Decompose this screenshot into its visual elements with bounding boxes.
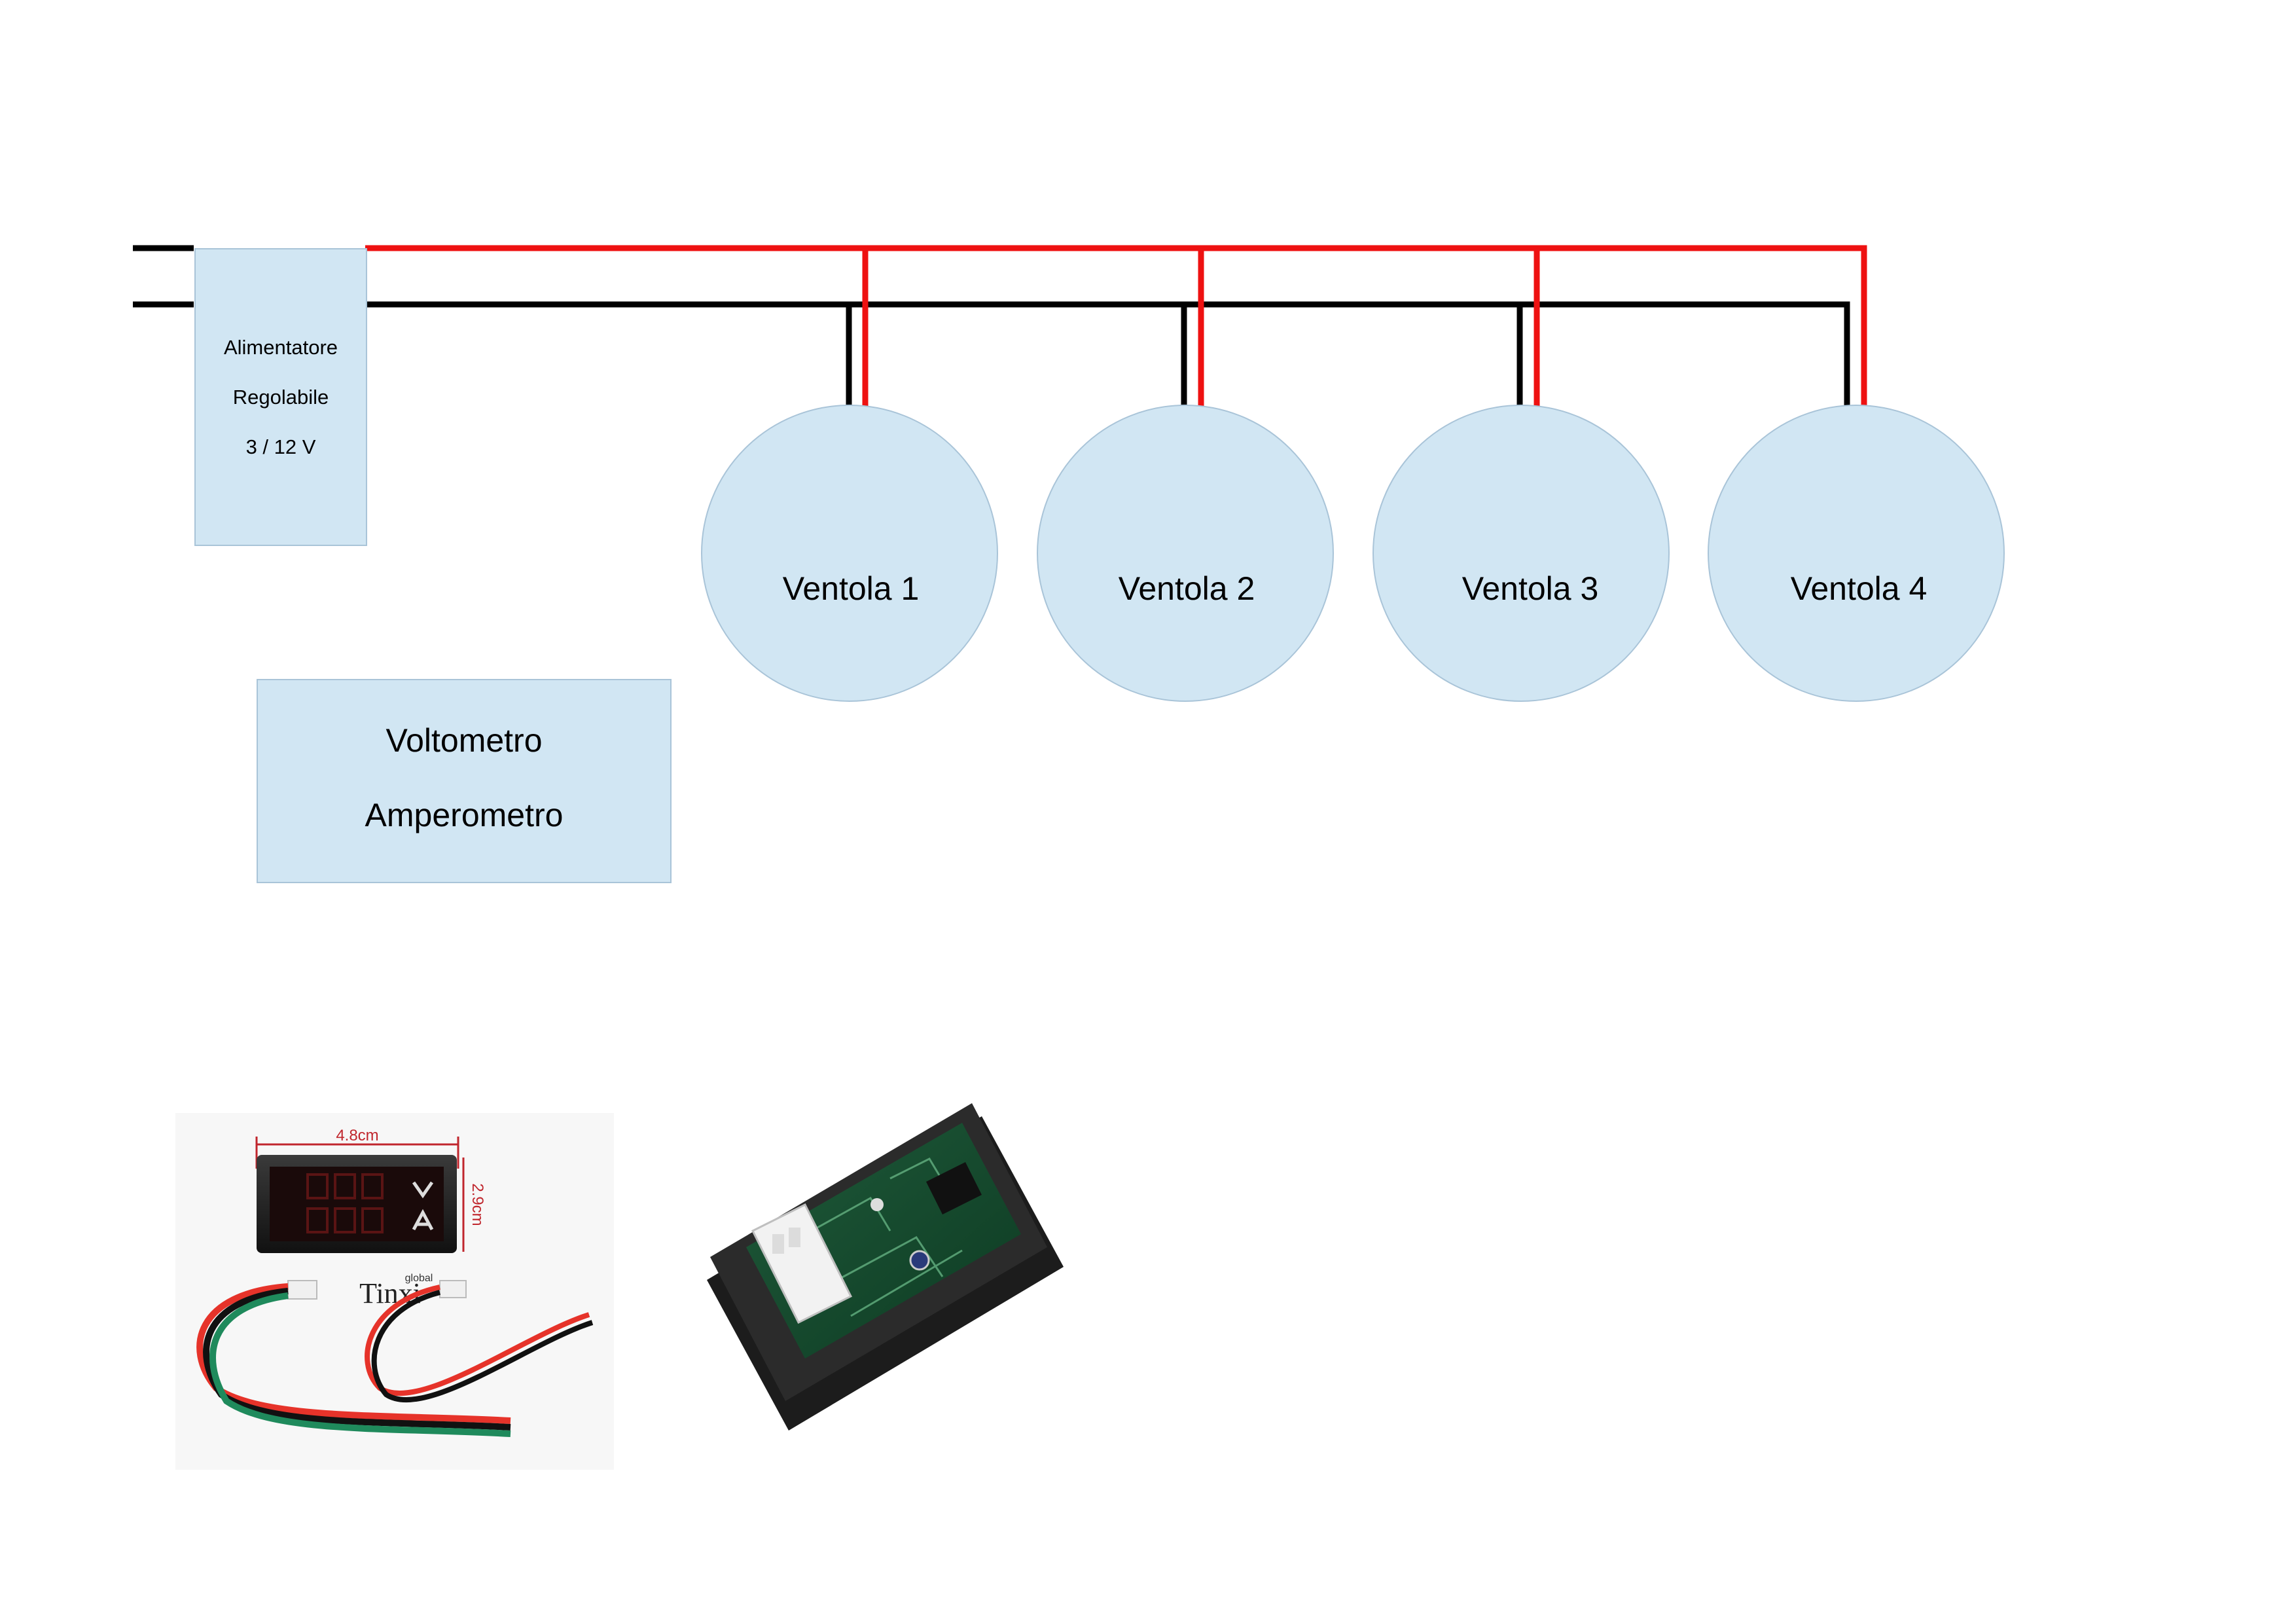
meter-back-photo xyxy=(707,1103,1064,1431)
fan-4-label: Ventola 4 xyxy=(1791,570,1928,607)
two-pin-connector xyxy=(439,1280,467,1298)
width-dimension-label: 4.8cm xyxy=(336,1127,378,1144)
negative-bus-wire xyxy=(365,301,1850,406)
pcb-chip xyxy=(926,1162,982,1214)
height-dimension-label: 2.9cm xyxy=(469,1183,486,1226)
connector-pins xyxy=(772,1228,800,1254)
three-pin-connector xyxy=(287,1280,317,1300)
fan-1-circle xyxy=(701,405,998,702)
power-supply-block: Alimentatore Regolabile 3 / 12 V xyxy=(194,248,367,546)
volt-unit-icon xyxy=(412,1181,434,1199)
fan-1: Ventola 1 xyxy=(701,405,998,702)
fan-2: Ventola 2 xyxy=(1037,405,1334,702)
power-supply-label-2: Regolabile xyxy=(233,386,329,409)
bus-wires xyxy=(365,245,1867,406)
meter-display-window xyxy=(270,1167,444,1241)
power-supply-label-1: Alimentatore xyxy=(224,336,338,359)
meter-label-ammeter: Amperometro xyxy=(365,797,564,833)
meter-box xyxy=(257,679,672,883)
fan-3-label: Ventola 3 xyxy=(1462,570,1599,607)
meter-digits xyxy=(306,1173,384,1233)
meter-block: Voltometro Amperometro xyxy=(257,679,672,883)
black-wire-2 xyxy=(371,1290,594,1403)
fan-drop-wires xyxy=(846,248,1540,406)
brand-small-text: global xyxy=(405,1273,433,1284)
pcb-component xyxy=(870,1198,884,1211)
meter-label-voltmeter: Voltometro xyxy=(386,722,542,759)
fan-2-label: Ventola 2 xyxy=(1119,570,1255,607)
fan-3-circle xyxy=(1372,405,1670,702)
pcb-traces xyxy=(811,1158,963,1317)
fan-3: Ventola 3 xyxy=(1372,405,1670,702)
fan-4: Ventola 4 xyxy=(1708,405,2005,702)
power-supply-label-3: 3 / 12 V xyxy=(246,435,316,458)
fan-2-circle xyxy=(1037,405,1334,702)
amp-unit-icon xyxy=(412,1209,434,1231)
meter-front-photo: 4.8cm 2.9cm global Tinxi xyxy=(175,1113,614,1470)
positive-bus-wire xyxy=(365,245,1867,406)
fan-1-label: Ventola 1 xyxy=(783,570,920,607)
green-wire xyxy=(209,1292,511,1437)
power-supply-box xyxy=(194,248,367,546)
input-wires xyxy=(133,245,194,308)
fan-4-circle xyxy=(1708,405,2005,702)
trim-potentiometer xyxy=(909,1250,930,1271)
